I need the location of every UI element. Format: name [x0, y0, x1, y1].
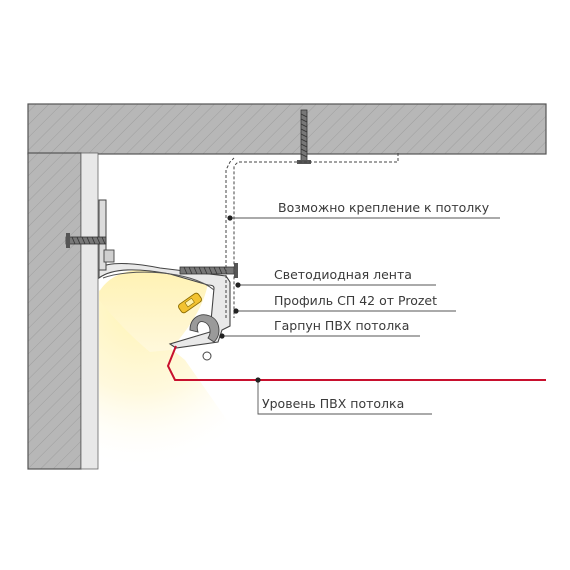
- dot-profile: [233, 308, 239, 314]
- label-led: Светодиодная лента: [274, 267, 412, 282]
- aluminium-profile: [98, 262, 231, 349]
- label-mount: Возможно крепление к потолку: [278, 200, 490, 215]
- pvc-harpoon: [189, 314, 220, 343]
- wall: [27, 152, 82, 470]
- wall-screw-icon: [65, 233, 107, 248]
- label-harpoon: Гарпун ПВХ потолка: [274, 318, 409, 333]
- leader-level: [257, 380, 432, 415]
- dot-harpoon: [219, 333, 225, 339]
- label-profile: Профиль СП 42 от Prozet: [274, 293, 437, 308]
- ceiling-slab: [27, 103, 547, 155]
- led-chip: [184, 297, 195, 308]
- leader-lines: [222, 217, 500, 415]
- plaster-layer: [80, 152, 99, 470]
- bracket-clip: [103, 249, 115, 263]
- dot-level: [255, 377, 261, 383]
- dot-led: [235, 282, 241, 288]
- pvc-membrane: [166, 345, 546, 381]
- harpoon-end: [202, 351, 212, 361]
- optional-ceiling-bracket: [225, 153, 399, 318]
- label-level: Уровень ПВХ потолка: [262, 396, 404, 411]
- dot-mount: [227, 215, 233, 221]
- profile-screw-icon: [179, 263, 238, 278]
- diffuser: [99, 269, 208, 352]
- profile-arc: [102, 271, 215, 291]
